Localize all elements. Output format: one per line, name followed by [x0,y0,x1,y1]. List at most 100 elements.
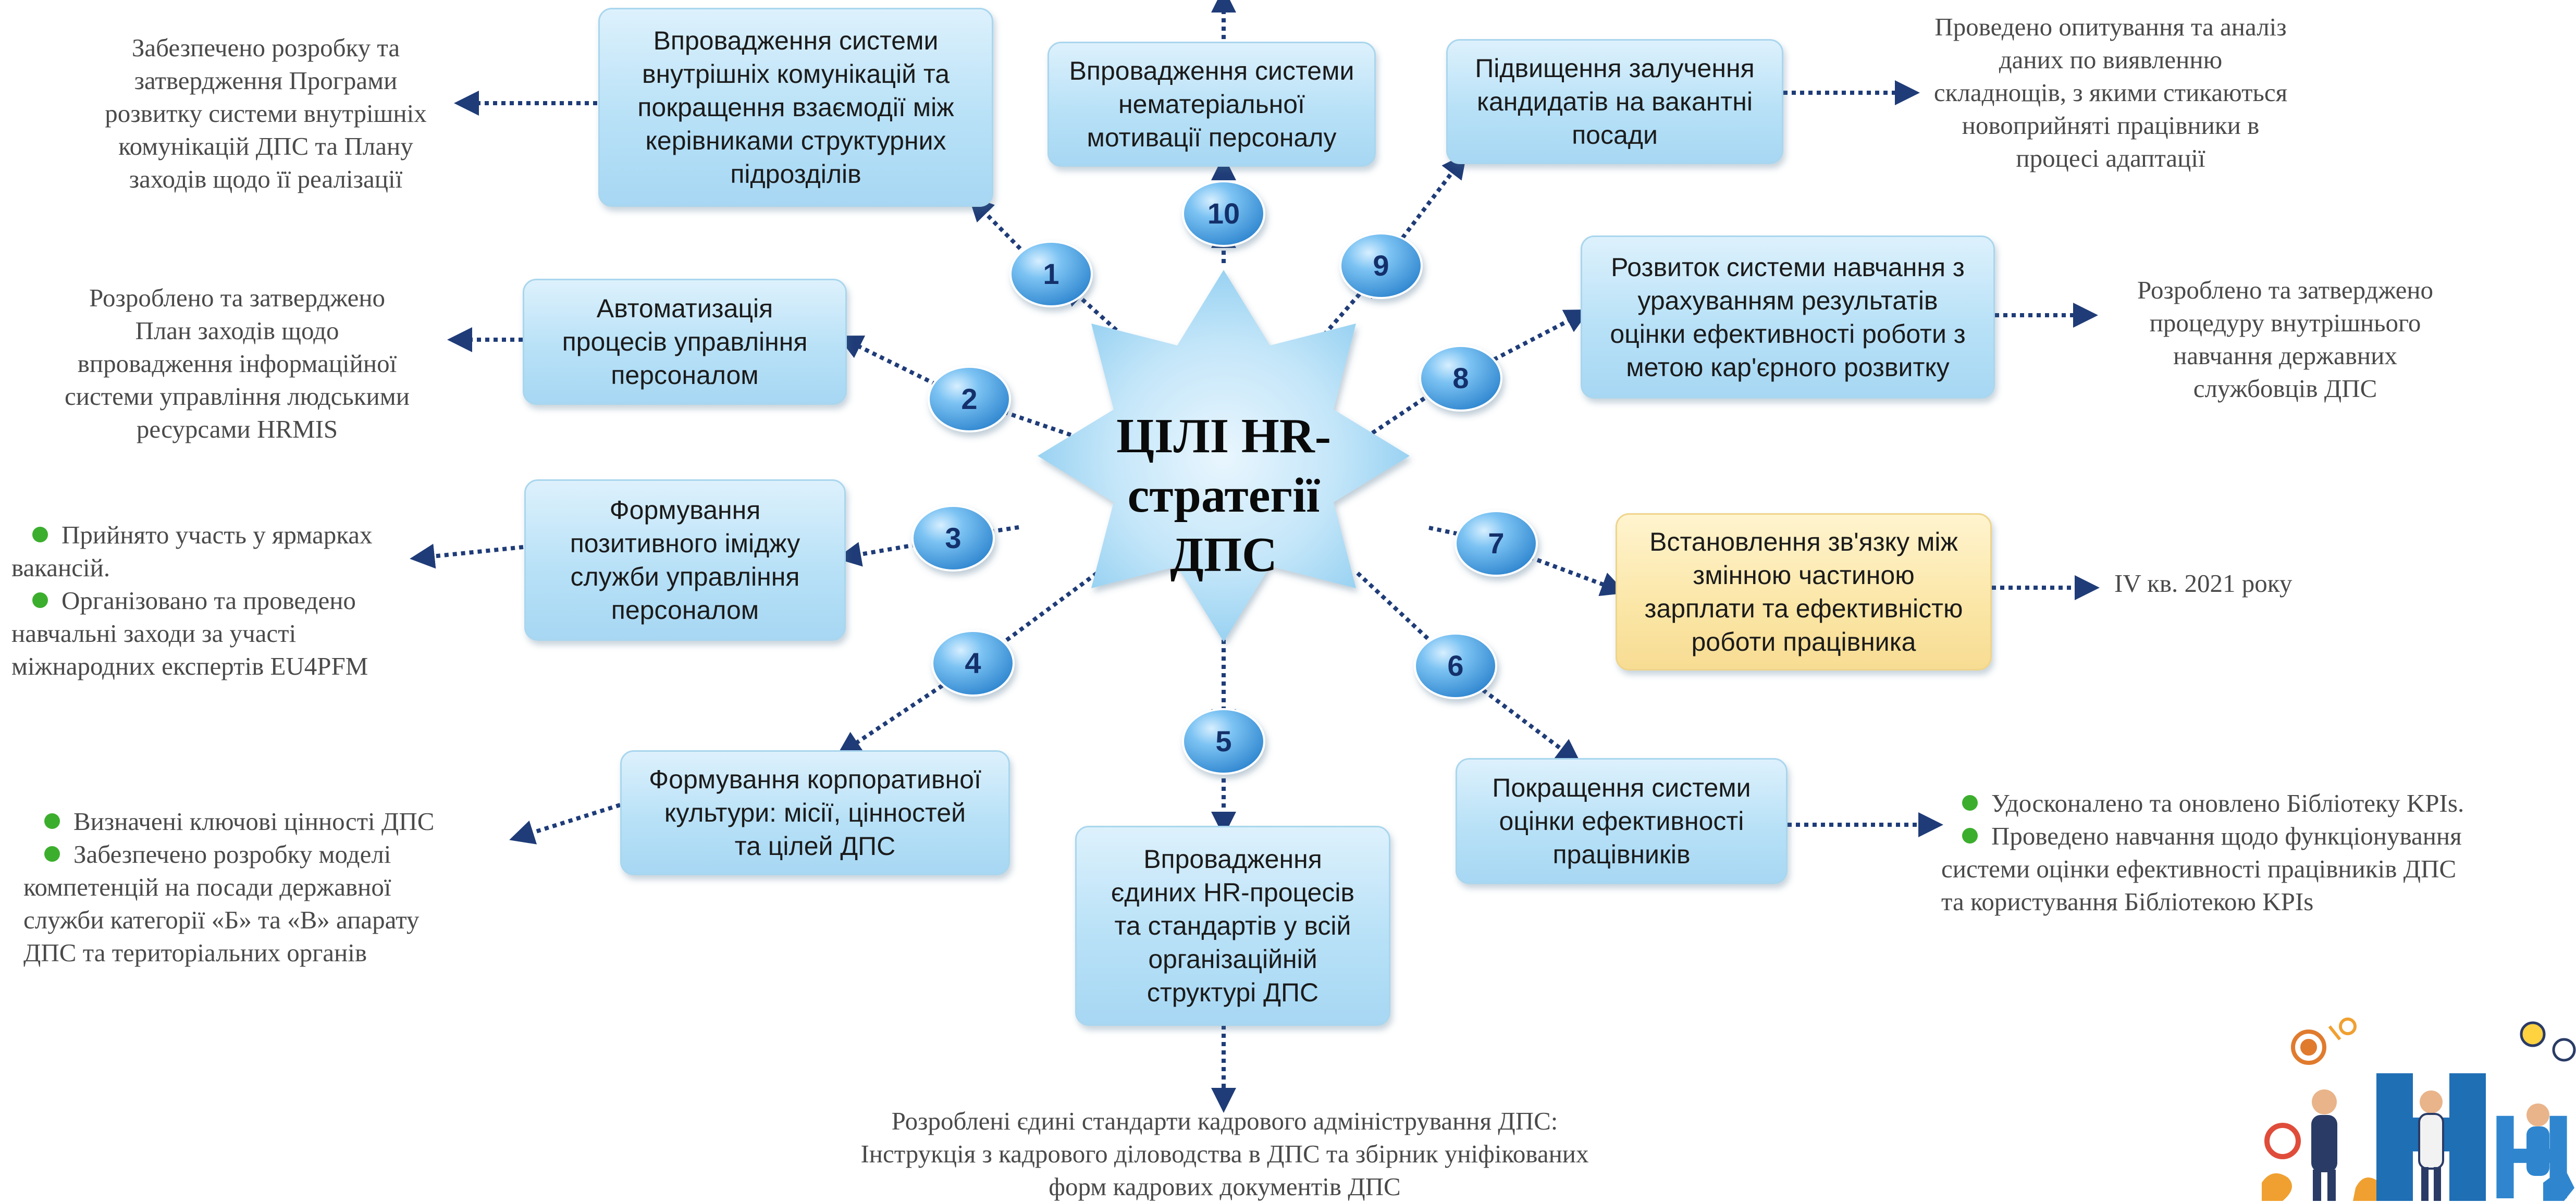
goal-text-line: персоналом [611,596,759,625]
goal-number-5: 5 [1182,708,1265,775]
goal-text: Впровадження системи нематеріальної мотива… [1069,54,1354,154]
number-badge [1182,708,1265,775]
result-bullet-item: Прийнято участь у ярмарках вакансій. [11,518,475,584]
goal-text-line: позитивного іміджу [570,529,800,558]
goal-text-line: підрозділів [730,159,861,189]
connector-arrow [1356,572,1452,661]
connector-arrow [509,803,621,845]
result-text-line: Удосконалено та оновлено Бібліотеку KPIs… [1991,789,2464,817]
result-text-1: Забезпечено розробку та затвердження Прог… [68,31,464,195]
result-text-line: вакансій. [11,553,110,582]
goal-number-2: 2 [928,366,1011,432]
result-text-line: Розроблені єдині стандарти кадрового адм… [891,1107,1558,1135]
goal-number-10: 10 [1182,180,1265,247]
goal-text-line: персоналом [611,361,759,390]
number-badge-label: 9 [1373,249,1389,282]
number-badge-label: 8 [1452,362,1469,394]
connector-arrow [980,571,1099,660]
result-text-7: IV кв. 2021 року [2114,567,2375,600]
goal-text-line: Впровадження системи [1069,56,1354,85]
goal-number-3: 3 [911,505,995,572]
result-text-line: Інструкція з кадрового діловодства в ДПС… [860,1139,1589,1168]
connector-arrow [1468,678,1582,764]
number-badge-label: 5 [1215,725,1231,758]
goal-number-8: 8 [1419,345,1502,412]
connector-arrow [410,543,524,569]
goal-number-9: 9 [1339,232,1423,299]
result-text-line: Забезпечено розробку та [131,33,400,62]
goal-box-6: Покращення системи оцінки ефективності пра… [1456,758,1788,884]
bullet-icon [32,527,48,542]
result-text-line: План заходів щодо [135,316,339,345]
goal-text-line: та цілей ДПС [734,832,896,861]
number-badge [928,366,1011,432]
goal-number-4: 4 [931,630,1015,697]
goal-text-line: структурі ДПС [1147,978,1319,1007]
goal-text-line: та стандартів у всій [1114,911,1351,940]
goal-text-line: мотивації персоналу [1087,123,1337,152]
result-text-line: складнощів, з якими стикаються [1933,78,2288,107]
goal-text-line: Покращення системи [1492,773,1751,802]
result-bullet-item: Визначені ключові цінності ДПС [23,805,503,838]
goal-text-line: Формування [609,495,761,525]
result-text-line: затвердження Програми [134,66,398,95]
number-badge [1339,232,1423,299]
hr-people-illustration: HR [2262,1018,2576,1201]
number-badge-label: 2 [961,382,977,415]
result-text-line: та користування Бібліотекою KPIs [1941,887,2314,916]
goal-text-line: Автоматизація [596,294,773,323]
connector-arrow [836,674,958,756]
goal-text-line: культури: місії, цінностей [664,798,966,827]
result-text-line: ресурсами HRMIS [136,415,338,443]
goal-text-line: Впровадження [1143,845,1322,874]
result-text-6: Удосконалено та оновлено Бібліотеку KPIs… [1941,787,2574,918]
goal-text-line: Формування корпоративної [649,765,981,794]
number-badge [931,630,1015,697]
number-badge-label: 4 [965,647,981,679]
goal-box-10: Впровадження системи нематеріальної мотива… [1047,42,1376,167]
result-text-line: процедуру внутрішнього [2149,308,2421,337]
number-badge-label: 3 [945,522,961,554]
result-text-line: Проведено навчання щодо функціонування [1991,822,2462,850]
goal-text-line: урахуванням результатів [1637,286,1938,315]
goal-text-line: процесів управління [562,327,808,356]
goal-text-line: організаційній [1148,945,1317,974]
number-badge-label: 10 [1207,197,1240,230]
goal-text-line: покращення взаємодії між [637,93,954,122]
result-text-line: Організовано та проведено [61,586,356,615]
hub-title: ЦІЛІ HR- стратегії ДПС [1116,409,1332,582]
bullet-icon [32,592,48,608]
result-bullet-item: Забезпечено розробку моделі компетенцій н… [23,838,503,969]
result-text-5: Розроблені єдині стандарти кадрового адм… [782,1105,1668,1203]
goal-text-line: Підвищення залучення [1475,54,1755,83]
number-badge-label: 1 [1043,257,1059,290]
result-text-line: Проведено опитування та аналіз [1934,13,2287,41]
result-text-line: компетенцій на посади державної [23,873,391,901]
number-badge [1009,241,1093,307]
goal-box-4: Формування корпоративної культури: місії,… [620,750,1010,875]
goal-text-line: Впровадження системи [653,26,939,55]
result-text-line: Забезпечено розробку моделі [73,840,391,869]
goal-text-line: працівників [1552,840,1691,869]
goal-text: Формування корпоративної культури: місії,… [649,763,981,863]
goal-text-line: нематеріальної [1118,90,1305,119]
result-text-line: Прийнято участь у ярмарках [61,520,373,549]
goal-box-2: Автоматизація процесів управління персонал… [523,279,847,405]
goal-text-line: оцінки ефективності [1499,807,1744,836]
goal-text: Покращення системи оцінки ефективності пра… [1492,771,1751,871]
result-text-line: Розроблено та затверджено [89,283,386,312]
